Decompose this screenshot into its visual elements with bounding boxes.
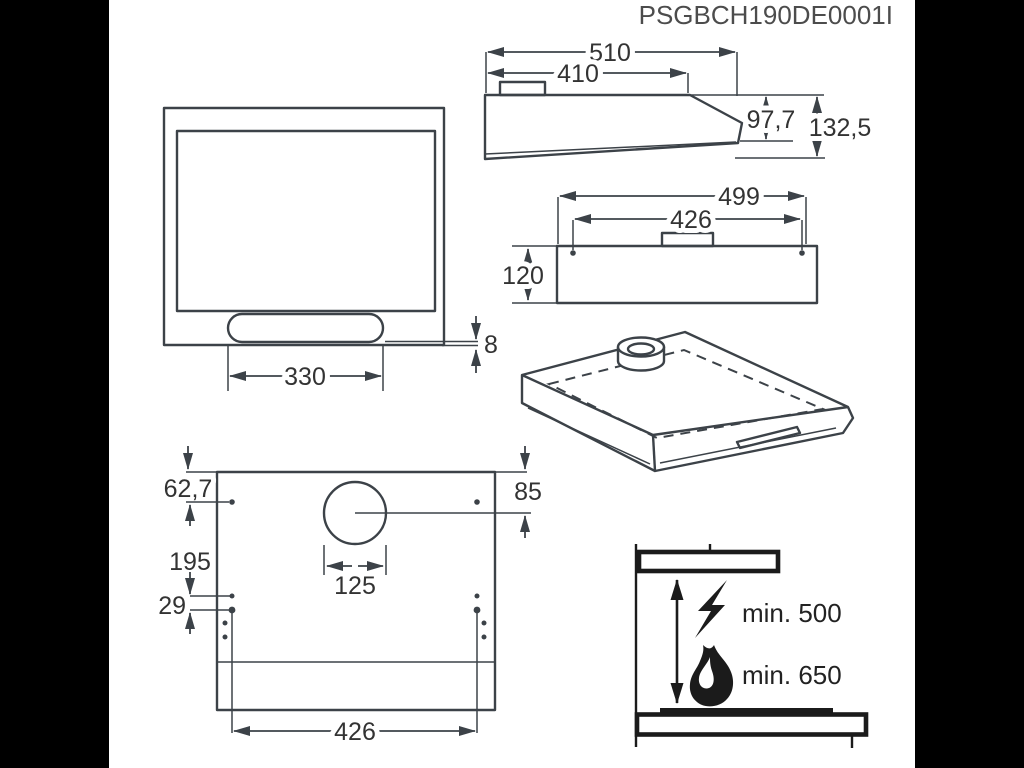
dim-template-pair-gap: 29 (158, 592, 186, 620)
template-hole (228, 606, 236, 614)
cooktop-symbol (660, 708, 833, 715)
counter-symbol (634, 712, 869, 737)
template-hole (481, 634, 487, 640)
template-hole (474, 593, 480, 599)
dim-template-hole-spacing: 426 (334, 718, 376, 746)
electric-clearance-label: min. 500 (742, 598, 842, 628)
dim-front-handle-width: 330 (284, 363, 326, 391)
dim-side-total-height: 132,5 (809, 114, 872, 142)
template-hole (222, 620, 228, 626)
template-hole (229, 499, 235, 505)
mounting-template: 62,7 195 29 125 85 (158, 446, 547, 751)
dim-side-front-height: 97,7 (747, 106, 796, 134)
dim-side-overall-width: 510 (589, 39, 631, 67)
hood-rear-outline (555, 244, 819, 305)
hood-front-outline (162, 106, 446, 347)
dim-template-duct-diameter: 125 (334, 572, 376, 600)
mounting-hole-right (799, 250, 805, 256)
front-view: 330 8 (162, 106, 498, 396)
template-hole (474, 499, 480, 505)
filter-panel (175, 129, 437, 313)
handle-bar (226, 312, 385, 344)
template-outline (215, 470, 497, 712)
control-slot (735, 425, 802, 450)
gas-clearance-label: min. 650 (742, 660, 842, 690)
template-hole (222, 634, 228, 640)
product-code: PSGBCH190DE0001I (639, 0, 893, 30)
template-hole (473, 606, 481, 614)
lightning-icon (695, 580, 727, 638)
dim-template-row-spacing: 195 (169, 548, 211, 576)
perspective-view (520, 330, 855, 473)
exhaust-outlet-hole (626, 342, 656, 356)
side-view: 510 410 97,7 132,5 (483, 34, 876, 161)
hood-symbol (636, 549, 781, 574)
dim-side-top-width: 410 (557, 60, 599, 88)
rear-view: 499 426 120 (497, 178, 819, 305)
dim-front-handle-offset: 8 (484, 331, 498, 359)
hood-3d-outline (520, 330, 855, 473)
flame-icon-inner (698, 657, 714, 689)
mounting-hole-left (570, 250, 576, 256)
dim-template-offset-right: 85 (514, 478, 542, 506)
dim-template-offset-left: 62,7 (164, 475, 213, 503)
dim-rear-height: 120 (502, 262, 544, 290)
template-hole (481, 620, 487, 626)
clearance-diagram: min. 500 min. 650 (634, 544, 869, 748)
template-hole (229, 593, 235, 599)
hood-side-outline (483, 93, 744, 161)
dim-rear-overall-width: 499 (718, 183, 760, 211)
dim-rear-hole-spacing: 426 (670, 206, 712, 234)
